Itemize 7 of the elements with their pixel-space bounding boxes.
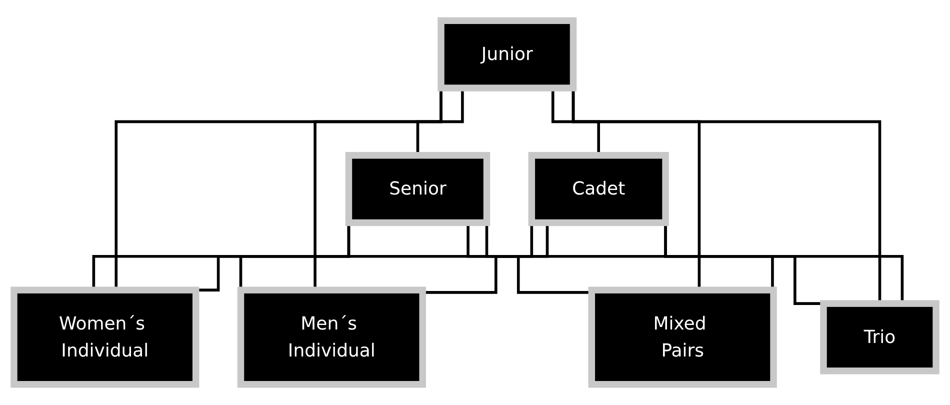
node-box: Trio <box>820 300 940 374</box>
node-box: Cadet <box>528 152 669 226</box>
node-box: Women´s Individual <box>10 286 200 388</box>
node-box: Mixed Pairs <box>588 286 777 388</box>
node-box: Junior <box>438 17 577 92</box>
node-box: Men´s Individual <box>237 286 426 388</box>
node-box: Senior <box>345 152 490 226</box>
